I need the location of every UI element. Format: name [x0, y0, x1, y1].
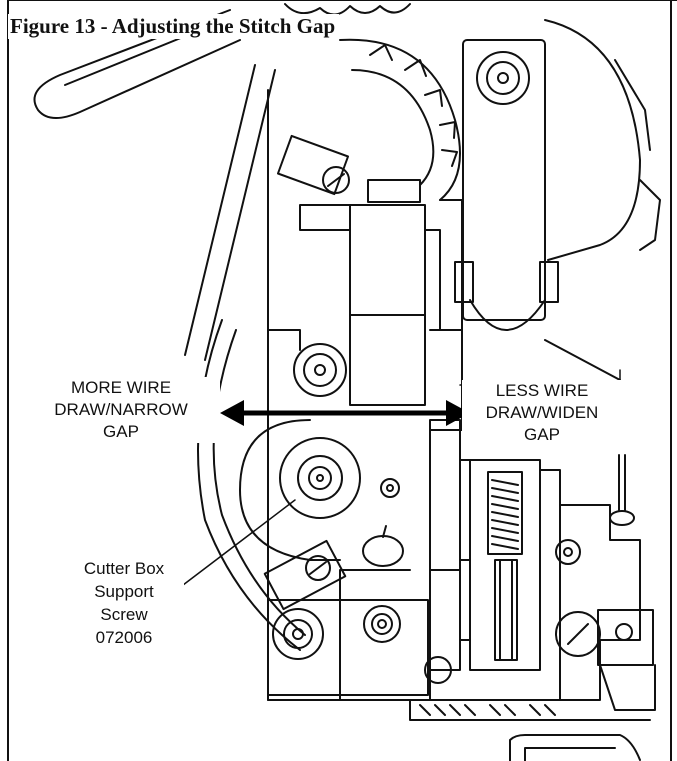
right-large-screw: [555, 611, 601, 657]
upper-right-body: [544, 19, 641, 261]
label-right-line-3: GAP: [524, 425, 560, 444]
arrow-head-left: [220, 400, 244, 426]
bottom-screw-left-outer: [272, 608, 324, 660]
bottom-screw-left-mid: [283, 619, 313, 649]
right-small-screw-center: [563, 547, 573, 557]
wire-guide-rod: [184, 64, 256, 356]
bottom-base: [267, 599, 429, 696]
slide-knob: [424, 656, 452, 684]
right-bracket: [454, 261, 474, 303]
lower-bottom-part-inner: [524, 747, 616, 761]
right-block: [559, 504, 641, 701]
cutter-screw-outer: [279, 437, 361, 519]
cutter-box-outline: [239, 419, 341, 561]
figure-title: Figure 13 - Adjusting the Stitch Gap: [8, 14, 340, 39]
lower-bottom-part: [509, 734, 641, 761]
bottom-screw-left-center: [292, 628, 304, 640]
block-divider: [267, 314, 463, 351]
upper-roller-mid: [486, 61, 520, 95]
oval-needle: [382, 525, 387, 538]
rod-clamp: [276, 134, 350, 196]
cutter-screw-center: [316, 474, 324, 482]
gear-teeth: [369, 44, 458, 167]
small-pin-center: [386, 484, 394, 492]
label-right-line-2: DRAW/WIDEN: [485, 403, 599, 422]
right-pin: [618, 454, 626, 511]
right-small-screw-outer: [555, 539, 581, 565]
lower-clamp: [263, 539, 347, 611]
center-slide: [429, 419, 461, 571]
gear-inner: [351, 69, 435, 186]
label-left-line-1: MORE WIRE: [70, 378, 172, 397]
lower-clamp-screw: [305, 555, 331, 581]
top-spring: [284, 3, 411, 16]
label-cutter-box-support-screw: Cutter Box Support Screw 072006: [64, 557, 184, 649]
upper-roller-outer: [476, 51, 530, 105]
bottom-rail: [267, 699, 651, 721]
roller-shield: [469, 299, 546, 331]
spring-coils: [491, 479, 519, 550]
border-line: [7, 0, 677, 761]
housing-side-right: [539, 469, 561, 701]
cutter-line-1: Cutter Box: [83, 559, 165, 578]
rod-clamp-slot: [327, 173, 345, 187]
gear-wheel: [339, 38, 461, 201]
label-less-wire-draw: LESS WIRE DRAW/WIDEN GAP: [462, 380, 622, 446]
cutter-line-2: Support: [94, 582, 154, 601]
oval-window: [362, 535, 404, 567]
upper-roller-arm: [462, 39, 546, 321]
spring-housing: [469, 459, 541, 671]
label-more-wire-draw: MORE WIRE DRAW/NARROW GAP: [22, 377, 220, 443]
label-left-line-2: DRAW/NARROW: [54, 400, 188, 419]
center-slide-lower: [429, 569, 461, 671]
lower-clamp-slot: [309, 561, 327, 575]
upper-right-fin: [614, 59, 651, 151]
right-bracket-2: [539, 261, 559, 303]
right-large-screw-slot: [567, 623, 589, 645]
bottom-rail-teeth: [419, 704, 556, 716]
cutter-screw-mid: [297, 455, 343, 501]
cutter-leader-line: [161, 499, 296, 602]
bottom-screw-right-center: [377, 619, 387, 629]
wire-guide-rod-2: [204, 69, 276, 361]
arrow-head-right: [446, 400, 470, 426]
plunger: [494, 559, 518, 661]
right-tab-screw: [615, 623, 633, 641]
upper-right-clip: [639, 179, 661, 251]
bottom-screw-right-outer: [363, 605, 401, 643]
top-slot: [367, 179, 421, 203]
middle-screw-outer: [293, 343, 347, 397]
bottom-bracket: [339, 569, 411, 701]
cutter-line-4: 072006: [95, 628, 153, 647]
cutter-line-3: Screw: [100, 605, 148, 624]
right-pin-cap: [609, 510, 635, 526]
gap-adjust-arrow: [220, 400, 470, 426]
right-tab: [597, 609, 654, 666]
small-pin: [380, 478, 400, 498]
label-left-line-3: GAP: [103, 422, 139, 441]
right-tab-tip: [599, 664, 656, 711]
wire-curve-2: [212, 329, 306, 636]
middle-screw-center: [314, 364, 326, 376]
plunger-lines: [499, 559, 513, 661]
housing-side-left: [459, 459, 471, 641]
rod-clamp-screw: [322, 166, 350, 194]
label-right-line-1: LESS WIRE: [495, 381, 589, 400]
cutter-screw-inner: [308, 466, 332, 490]
middle-screw-mid: [303, 353, 337, 387]
lever-handle: [33, 9, 241, 119]
block-step: [299, 204, 441, 331]
upper-roller-center: [497, 72, 509, 84]
spring-channel: [487, 471, 523, 555]
bottom-screw-right-mid: [371, 613, 393, 635]
upper-block: [349, 204, 426, 406]
